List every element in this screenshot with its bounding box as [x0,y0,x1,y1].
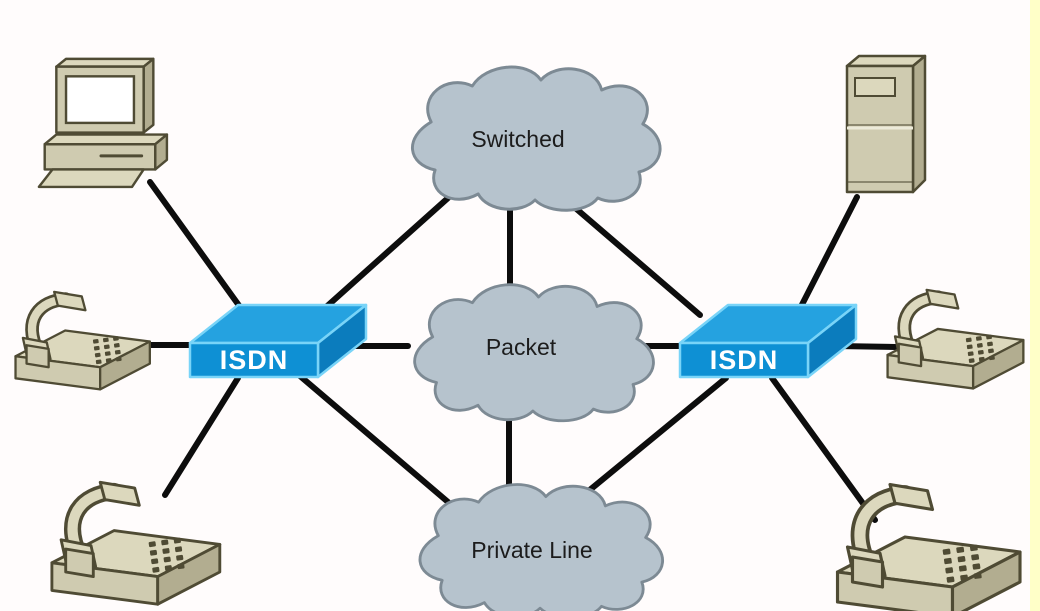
link-isdn-right-private-line [577,375,729,501]
packet-cloud-label: Packet [486,334,557,360]
isdn-left-label: ISDN [220,345,289,375]
connection-links [139,179,899,523]
link-phone-bottom-left-isdn-left [162,375,241,498]
link-isdn-left-switched [322,195,451,311]
link-switched-isdn-right [563,197,703,318]
switched-cloud-label: Switched [471,126,564,152]
page-edge-strip [1030,0,1040,611]
server-tower-icon [845,54,927,194]
private-line-cloud-label: Private Line [471,537,592,563]
isdn-right-label: ISDN [710,345,779,375]
link-isdn-left-private-line [297,373,451,505]
desktop-computer-icon [37,57,169,189]
link-pc-isdn-left [147,179,251,321]
link-isdn-right-phone-bottom-right [769,375,878,523]
